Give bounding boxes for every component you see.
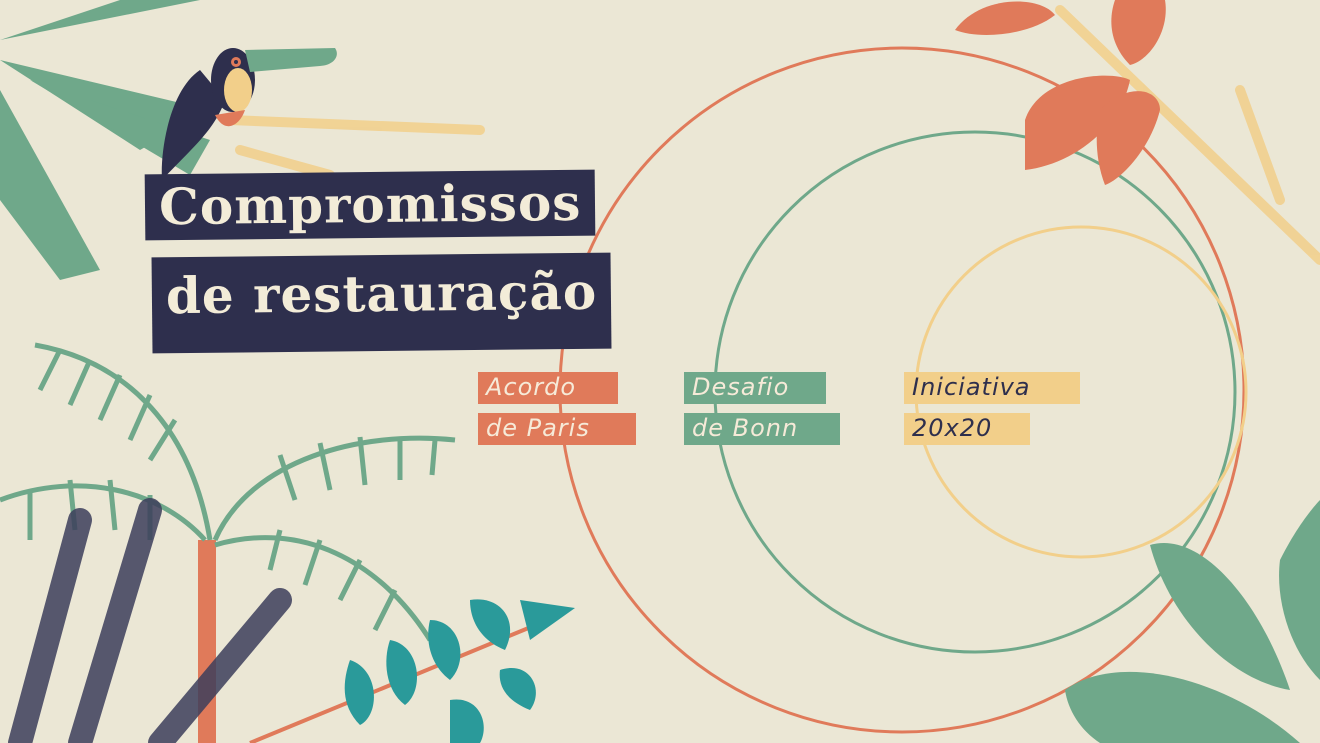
leaf-cluster-top-right-icon: [955, 0, 1166, 185]
teal-fern-icon: [249, 599, 575, 743]
title-line-2: de restauração: [151, 252, 612, 354]
branch-icon: [225, 5, 1320, 265]
bonn-label-line-1: Desafio: [684, 372, 826, 404]
initiative-label-line-2: 20x20: [904, 413, 1030, 445]
leaf-cluster-top-left-icon: [0, 0, 210, 280]
dark-leaves-icon: [8, 498, 292, 743]
bonn-label-line-2: de Bonn: [684, 413, 840, 445]
title-line-1: Compromissos: [144, 169, 596, 241]
leaf-cluster-bottom-right-icon: [1065, 500, 1320, 743]
initiative-label-line-1: Iniciativa: [904, 372, 1080, 404]
paris-label-line-1: Acordo: [478, 372, 618, 404]
toucan-icon: [161, 48, 337, 180]
paris-label-line-2: de Paris: [478, 413, 636, 445]
